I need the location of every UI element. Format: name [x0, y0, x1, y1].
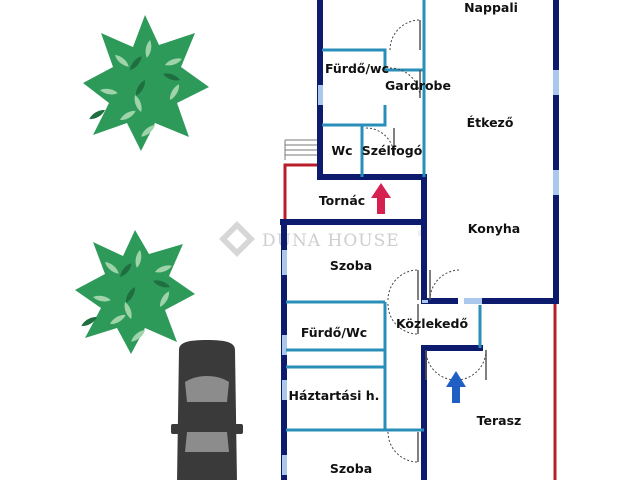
room-label-haztartasi: Háztartási h.	[289, 388, 380, 403]
entry-arrow-icon	[371, 183, 391, 214]
room-label-nappali: Nappali	[464, 0, 518, 15]
room-label-szoba-1: Szoba	[330, 258, 372, 273]
room-label-etkezo: Étkező	[467, 115, 514, 130]
tree-icon-bottom	[75, 230, 195, 354]
duna-house-logo-icon	[219, 221, 255, 257]
room-label-szoba-2: Szoba	[330, 461, 372, 476]
door-leaves	[393, 20, 487, 462]
room-label-szelfogo: Szélfogó	[362, 143, 423, 158]
windows	[282, 70, 559, 475]
room-label-tornac: Tornác	[319, 193, 365, 208]
room-label-furdo-wc-2: Fürdő/Wc	[301, 325, 367, 340]
interior-walls	[286, 0, 482, 432]
entrance-steps	[284, 139, 318, 160]
room-label-gardrobe: Gardrobe	[385, 78, 451, 93]
room-label-furdo-wc-1: Fürdő/wc	[325, 61, 389, 76]
watermark: DUNA HOUSE ®	[219, 221, 424, 257]
room-label-wc: Wc	[331, 143, 352, 158]
terrace-arrow-icon	[446, 371, 466, 403]
tree-icon-top	[83, 15, 209, 151]
terrace-boundary	[283, 163, 557, 480]
watermark-text: DUNA HOUSE	[262, 231, 400, 251]
room-label-konyha: Konyha	[468, 221, 520, 236]
room-label-terasz: Terasz	[477, 413, 522, 428]
car-icon	[171, 340, 243, 480]
room-label-kozlekedo: Közlekedő	[396, 316, 468, 331]
